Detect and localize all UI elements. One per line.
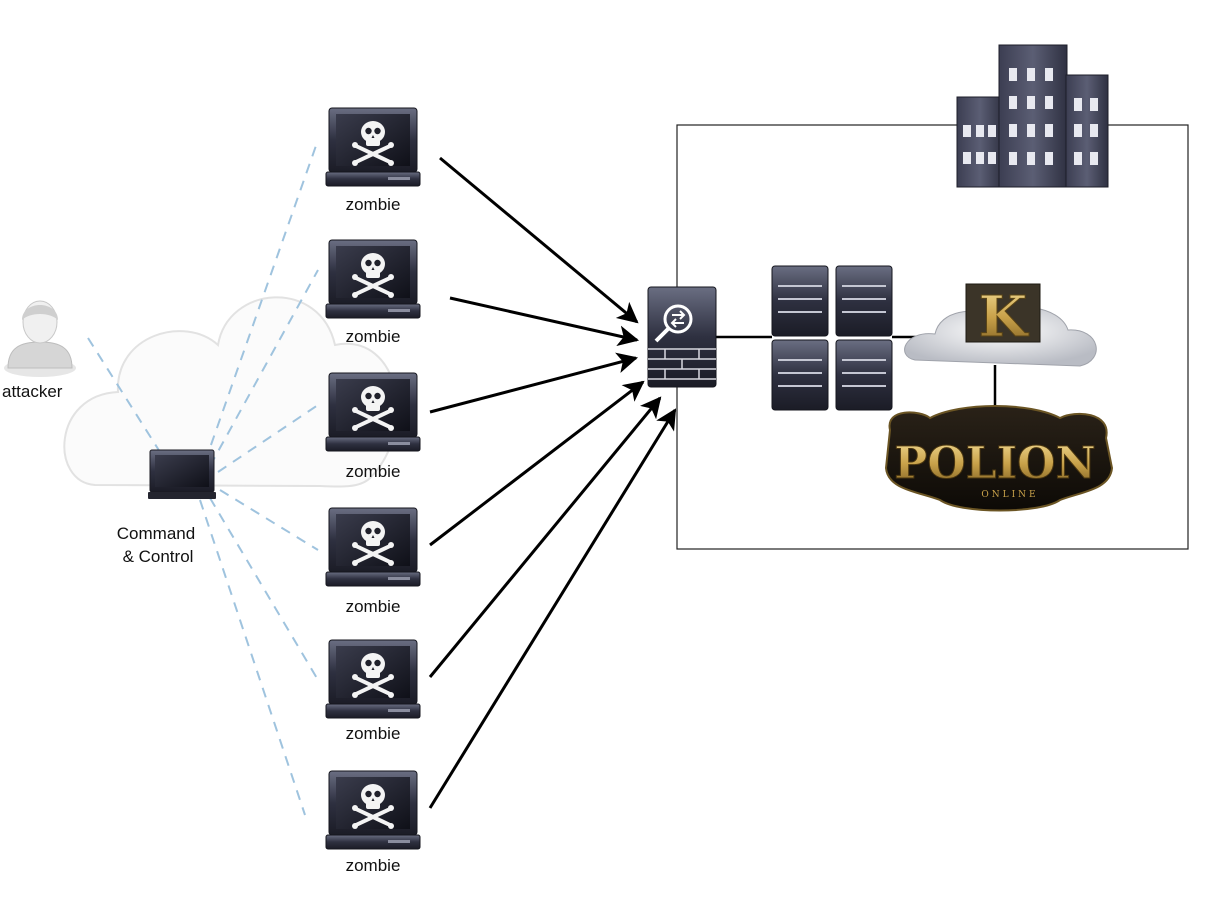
zombie-label: zombie	[345, 597, 401, 616]
attacker-icon	[4, 300, 76, 377]
attack-arrow-5	[428, 396, 662, 678]
firewall-icon	[647, 286, 717, 388]
zombie-icon	[324, 371, 422, 453]
k-logo-cloud-icon: K	[904, 283, 1097, 367]
attack-arrow-1	[439, 156, 639, 324]
c2-link-zombie-1	[204, 139, 319, 463]
zombie-icon	[324, 238, 422, 320]
c2-link-zombie-5	[209, 497, 319, 681]
zombie-label: zombie	[345, 195, 401, 214]
command-control-label-line2: & Control	[122, 547, 194, 566]
command-control-label-line1: Command	[116, 524, 196, 543]
zombie-icon	[324, 769, 422, 851]
c2-links	[87, 139, 319, 816]
zombie-icon	[324, 638, 422, 720]
attacker-to-c2-link	[87, 337, 161, 453]
polion-subtitle: ONLINE	[981, 490, 1038, 500]
zombie-label: zombie	[345, 327, 401, 346]
attacker-label: attacker	[2, 382, 63, 401]
polion-title: POLION	[894, 438, 1095, 489]
c2-link-zombie-3	[217, 404, 319, 473]
k-logo-text: K	[979, 284, 1030, 350]
internet-cloud-outline	[63, 296, 399, 488]
zombie-label: zombie	[345, 724, 401, 743]
zombie-label: zombie	[345, 462, 401, 481]
c2-link-zombie-6	[199, 499, 306, 816]
attack-arrow-2	[449, 296, 640, 347]
command-control-laptop-icon	[148, 449, 216, 499]
office-building-icon	[956, 44, 1109, 188]
server-rack-icon	[771, 265, 893, 411]
polion-online-logo: POLION ONLINE	[884, 405, 1114, 512]
c2-link-zombie-2	[209, 269, 319, 467]
c2-link-zombie-4	[219, 489, 319, 551]
attack-arrow-6	[428, 408, 677, 809]
attack-arrows	[428, 156, 677, 809]
zombie-icon	[324, 506, 422, 588]
zombie-icon	[324, 106, 422, 188]
zombie-label: zombie	[345, 856, 401, 875]
attack-arrow-4	[429, 380, 645, 547]
attack-arrow-3	[429, 352, 639, 414]
